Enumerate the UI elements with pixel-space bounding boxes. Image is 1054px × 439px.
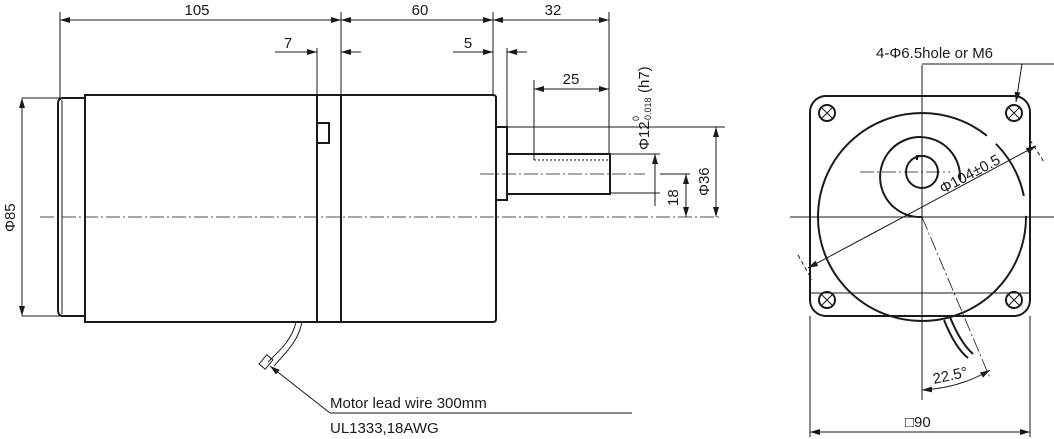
hole-icon xyxy=(1005,104,1023,122)
front-view: 4-Φ6.5hole or M6 Φ104±0.5 22.5° □90 xyxy=(790,45,1054,437)
mounting-holes xyxy=(818,104,1023,309)
dim-key-length: 25 xyxy=(563,71,580,88)
hole-label: 4-Φ6.5hole or M6 xyxy=(876,45,993,62)
dim-body-diameter: Φ85 xyxy=(2,203,19,232)
dim-shaft-offset: 18 xyxy=(665,189,682,206)
svg-text:Φ12: Φ12 xyxy=(636,121,653,150)
svg-text:0: 0 xyxy=(631,116,641,121)
dim-body-length: 105 xyxy=(184,2,209,19)
lead-wire-label: Motor lead wire 300mm xyxy=(330,395,487,412)
lead-wire-spec: UL1333,18AWG xyxy=(330,420,439,437)
gearbox-body xyxy=(341,94,497,323)
dim-pilot-diameter: Φ36 xyxy=(696,167,713,196)
hole-icon xyxy=(1005,291,1023,309)
terminal-tab xyxy=(316,122,330,144)
angle-label: 22.5° xyxy=(931,364,969,388)
dim-shaft-diameter: Φ12 0 -0.018 (h7) xyxy=(631,66,653,150)
dim-step-5: 5 xyxy=(464,35,472,52)
dim-shaft-length: 32 xyxy=(545,2,562,19)
lead-wire xyxy=(267,321,303,367)
hole-icon xyxy=(818,291,836,309)
pcd-label: Φ104±0.5 xyxy=(937,151,1003,197)
mounting-flange xyxy=(809,95,1031,317)
svg-text:(h7): (h7) xyxy=(636,66,653,93)
square-size-label: □90 xyxy=(905,414,931,431)
front-lead-wire xyxy=(943,316,974,359)
rear-cap xyxy=(57,97,85,317)
hole-icon xyxy=(818,104,836,122)
svg-text:-0.018: -0.018 xyxy=(643,97,653,123)
motor-separator xyxy=(316,94,342,323)
side-view: 105 60 32 7 5 25 Φ12 0 -0.018 (h7) 18 Φ3… xyxy=(2,2,725,437)
dim-step-7: 7 xyxy=(284,35,292,52)
pilot-flange xyxy=(495,126,508,201)
motor-body xyxy=(84,94,318,323)
dim-gearbox-length: 60 xyxy=(412,2,429,19)
